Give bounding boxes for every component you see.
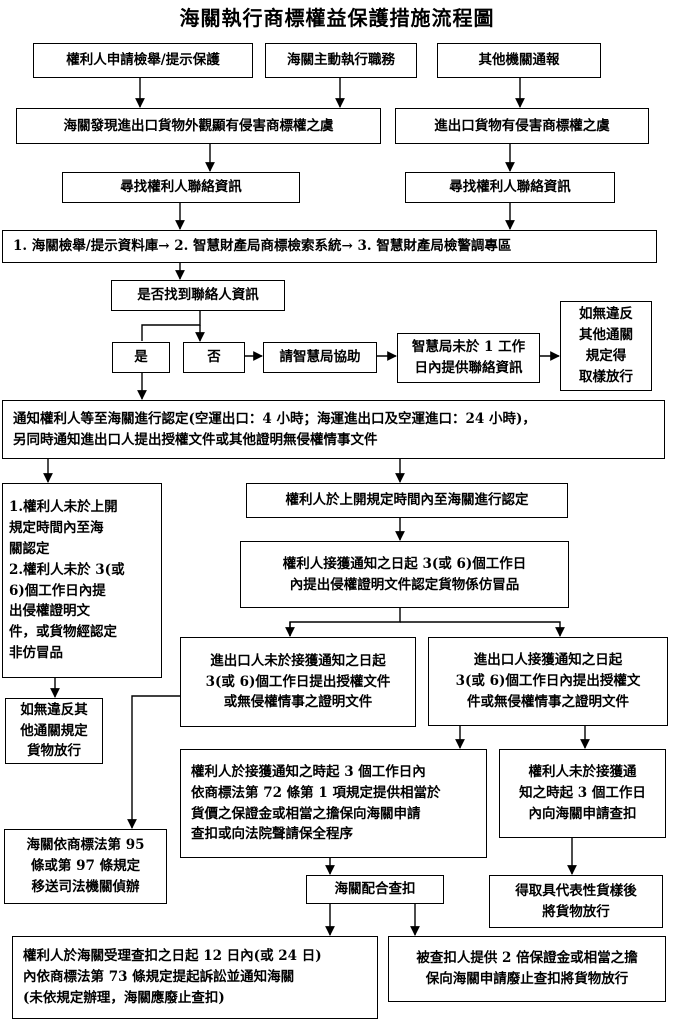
node-customs-found: 海關發現進出口貨物外觀顯有侵害商標權之虞 — [16, 108, 381, 144]
page-title: 海關執行商標權益保護措施流程圖 — [179, 6, 495, 30]
node-counter-guarantee: 被查扣人提供 2 倍保證金或相當之擔 保向海關申請廢止查扣將貨物放行 — [388, 936, 666, 1002]
node-judicial: 海關依商標法第 95 條或第 97 條規定 移送司法機關偵辦 — [4, 829, 167, 904]
node-sample-release: 得取具代表性貨樣後 將貨物放行 — [489, 875, 663, 928]
node-owner-guarantee: 權利人於接獲通知之時起 3 個工作日內 依商標法第 72 條第 1 項規定提供相… — [180, 749, 487, 858]
node-importer-submit: 進出口人接獲通知之日起 3(或 6)個工作日內提出授權文 件或無侵權情事之證明文… — [428, 637, 668, 726]
node-owner-fail: 1.權利人未於上開 規定時間內至海 關認定 2.權利人未於 3(或 6)個工作日… — [2, 483, 162, 678]
node-databases: 1. 海關檢舉/提示資料庫→ 2. 智慧財產局商標檢索系統→ 3. 智慧財產局檢… — [2, 230, 657, 263]
node-other-agency: 其他機關通報 — [437, 43, 601, 78]
node-release-if-ok-2: 如無違反其 他通關規定 貨物放行 — [5, 698, 103, 764]
node-lawsuit: 權利人於海關受理查扣之日起 12 日內(或 24 日) 內依商標法第 73 條規… — [12, 936, 378, 1019]
node-yes: 是 — [112, 342, 170, 373]
node-owner-proof: 權利人接獲通知之日起 3(或 6)個工作日 內提出侵權證明文件認定貨物係仿冒品 — [240, 541, 569, 608]
node-tipo-fail: 智慧局未於 1 工作 日內提供聯絡資訊 — [397, 333, 540, 383]
node-goods-suspect: 進出口貨物有侵害商標權之虞 — [395, 108, 649, 144]
line-question-split — [141, 311, 201, 341]
node-find-contact-left: 尋找權利人聯絡資訊 — [62, 172, 300, 203]
node-customs-seize: 海關配合查扣 — [306, 875, 444, 904]
node-apply: 權利人申請檢舉/提示保護 — [33, 43, 253, 78]
node-notify: 通知權利人等至海關進行認定(空運出口：4 小時；海運進出口及空運進口：24 小時… — [2, 400, 665, 459]
line-proof-split — [289, 608, 401, 636]
node-customs-duty: 海關主動執行職務 — [265, 43, 417, 78]
node-no: 否 — [183, 342, 245, 373]
node-find-contact-right: 尋找權利人聯絡資訊 — [405, 172, 615, 203]
arrow-proof-to-importer-submit — [400, 621, 565, 637]
node-importer-fail: 進出口人未於接獲通知之日起 3(或 6)個工作日提出授權文件 或無侵權情事之證明… — [180, 637, 416, 727]
node-found-question: 是否找到聯絡人資訊 — [111, 280, 285, 311]
node-ask-tipo: 請智慧局協助 — [263, 342, 377, 373]
arrow-importer-fail-to-judicial — [127, 695, 180, 829]
node-owner-attend: 權利人於上開規定時間內至海關進行認定 — [246, 483, 568, 518]
node-release-if-ok-1: 如無違反 其他通關 規定得 取樣放行 — [560, 301, 652, 391]
node-owner-no-apply: 權利人未於接獲通 知之時起 3 個工作日 內向海關申請查扣 — [499, 749, 666, 838]
